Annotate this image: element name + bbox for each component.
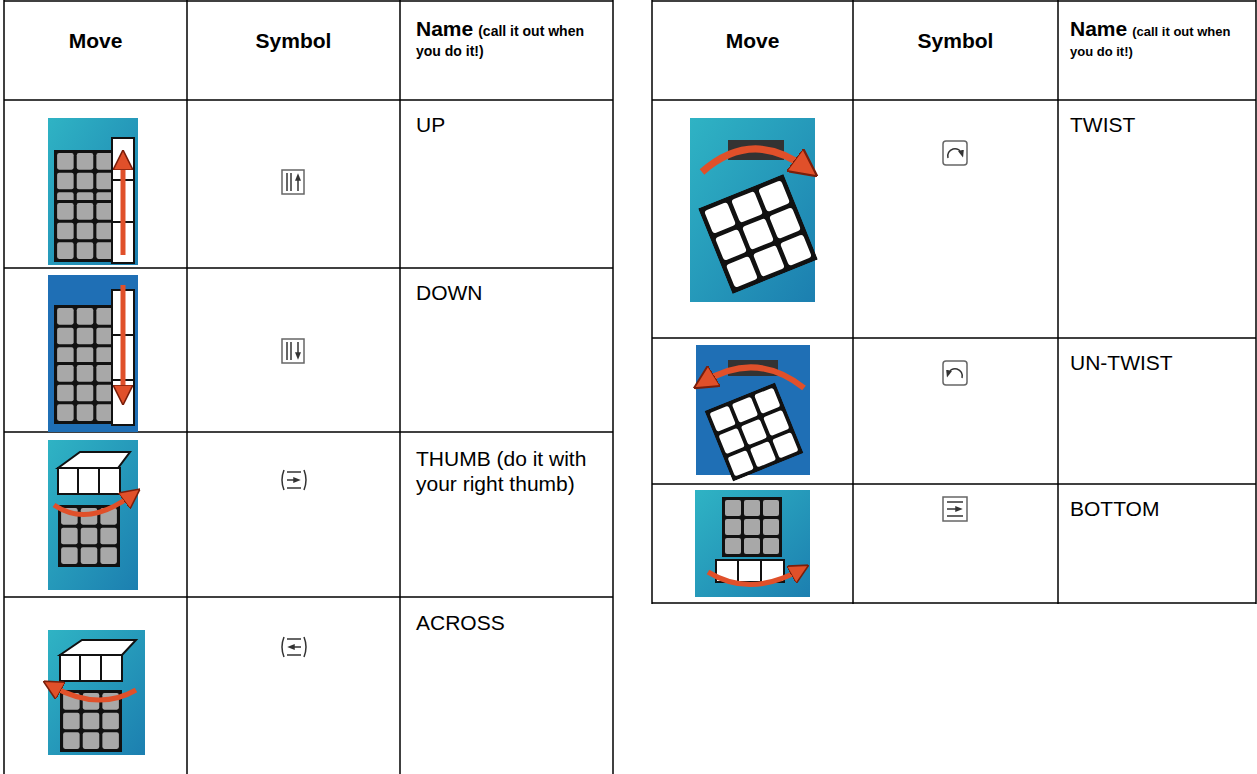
move-twist-picture bbox=[690, 118, 818, 302]
table-cell: Move bbox=[652, 28, 853, 53]
move-name: ACROSS bbox=[416, 611, 505, 634]
move-name: TWIST bbox=[1070, 113, 1135, 136]
table-cell: Name(call it out when you do it!) bbox=[416, 16, 608, 60]
move-down-picture bbox=[48, 275, 138, 432]
move-name: THUMB (do it with your right thumb) bbox=[416, 447, 586, 495]
table-cell: DOWN bbox=[416, 280, 608, 305]
table-cell: ACROSS bbox=[416, 610, 608, 635]
table-cell: THUMB (do it with your right thumb) bbox=[416, 446, 602, 496]
move-name: UN-TWIST bbox=[1070, 351, 1173, 374]
move-bottom-picture bbox=[695, 490, 810, 597]
move-thumb-picture bbox=[48, 440, 138, 590]
table-cell: Symbol bbox=[187, 28, 400, 53]
header-text: Symbol bbox=[918, 29, 994, 52]
table-cell: Name(call it out when you do it!) bbox=[1070, 16, 1252, 60]
table-cell: Symbol bbox=[853, 28, 1058, 53]
table-cell: Move bbox=[4, 28, 187, 53]
move-name: DOWN bbox=[416, 281, 483, 304]
header-text: Move bbox=[726, 29, 780, 52]
table-cell: UN-TWIST bbox=[1070, 350, 1252, 375]
table-cell: UP bbox=[416, 112, 608, 137]
table-cell: TWIST bbox=[1070, 112, 1252, 137]
move-up-picture bbox=[48, 118, 138, 265]
table-cell: BOTTOM bbox=[1070, 496, 1252, 521]
table-grid bbox=[4, 0, 1256, 774]
move-name: UP bbox=[416, 113, 445, 136]
header-text: Move bbox=[69, 29, 123, 52]
move-name: BOTTOM bbox=[1070, 497, 1159, 520]
move-across-picture bbox=[48, 630, 145, 755]
header-text: Name bbox=[416, 17, 473, 40]
move-untwist-picture bbox=[696, 345, 810, 481]
move-symbols bbox=[282, 141, 967, 657]
header-text: Symbol bbox=[256, 29, 332, 52]
header-text: Name bbox=[1070, 17, 1127, 40]
